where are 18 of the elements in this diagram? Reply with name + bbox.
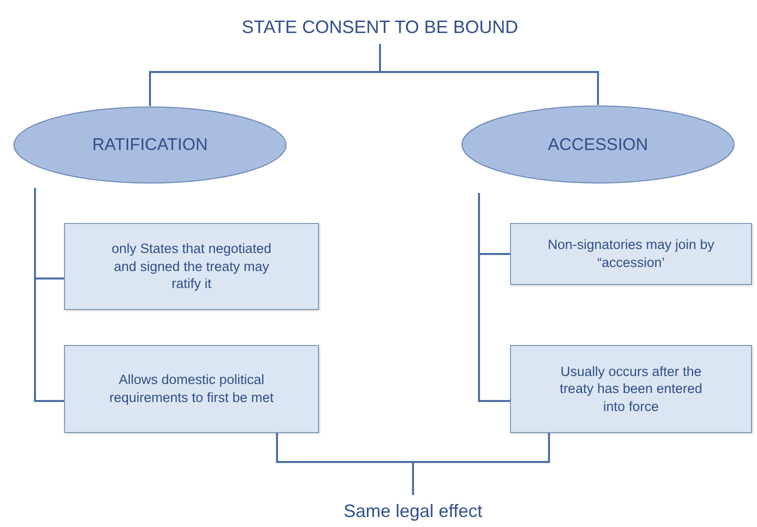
- node-text: Usually occurs after the treaty has been entered into force: [558, 362, 704, 416]
- node-text: Non-signatories may join by “accession’: [547, 236, 715, 272]
- connector-line: [478, 193, 510, 402]
- node-text: RATIFICATION: [92, 135, 208, 155]
- text-box: [64, 345, 319, 433]
- text-box: [510, 223, 752, 285]
- node-text: Same legal effect: [344, 500, 482, 522]
- ellipse-node: [461, 105, 735, 184]
- text-box: [510, 345, 752, 433]
- node-text: Allows domestic political requirements to first be met: [108, 371, 275, 407]
- text-box: [64, 223, 319, 310]
- connector-line: [34, 188, 64, 402]
- connector-line: [412, 433, 550, 495]
- node-text: only States that negotiated and signed the treaty may ratify it: [110, 240, 272, 293]
- ellipse-node: [13, 106, 287, 184]
- connector-line: [379, 44, 599, 105]
- node-text: ACCESSION: [548, 134, 648, 154]
- node-text: STATE CONSENT TO BE BOUND: [242, 16, 518, 38]
